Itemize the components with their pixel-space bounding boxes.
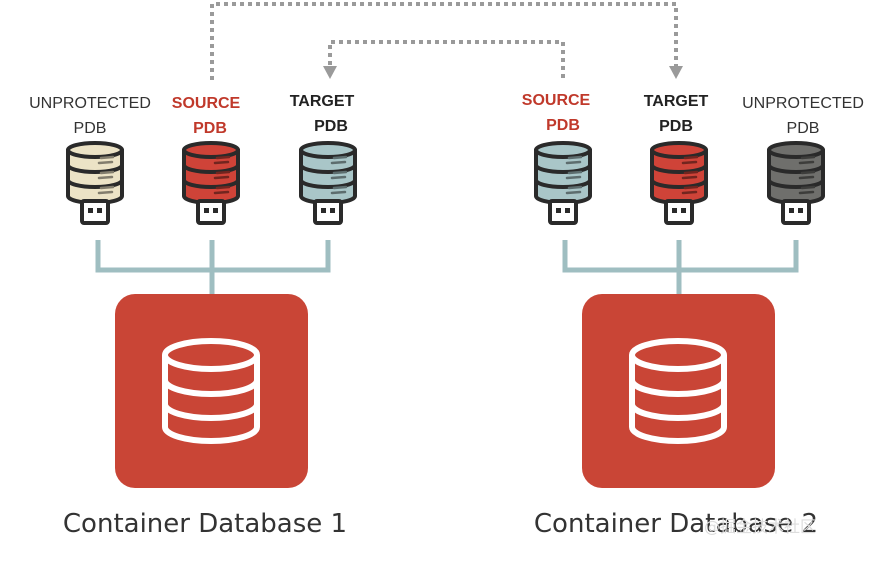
pdb-label-line1: UNPROTECTED (742, 95, 864, 112)
container-database-1 (115, 294, 308, 488)
pdb-label-line1: SOURCE (522, 92, 591, 109)
pdb-label-line1: UNPROTECTED (29, 95, 151, 112)
replication-arrow-cdb2-to-cdb1 (328, 40, 565, 78)
container-title: Container Database 2 (534, 509, 818, 539)
database-icon-gray (767, 141, 825, 225)
database-icon (629, 338, 727, 444)
database-icon-red (182, 141, 240, 225)
container-database-2 (582, 294, 775, 488)
pdb-label-line1: SOURCE (172, 95, 241, 112)
pdb-labels: UNPROTECTED PDB SOURCE PDB TARGET PDB SO… (29, 92, 864, 137)
pdb-icons (66, 141, 825, 225)
pdb-label-line2: PDB (314, 118, 348, 135)
pdb-label-line2: PDB (546, 117, 580, 134)
pdb-label-line2: PDB (659, 118, 693, 135)
replication-arrows (210, 2, 683, 80)
connector-cdb1 (95, 240, 331, 296)
replication-arrow-cdb1-to-cdb2 (210, 2, 678, 80)
connector-cdb2 (562, 240, 799, 296)
database-icon-teal (534, 141, 592, 225)
watermark: @掘金技术社区 (704, 517, 816, 536)
arrowhead-down-icon (669, 66, 683, 79)
database-icon (162, 338, 260, 444)
arrowhead-down-icon (323, 66, 337, 79)
pdb-label-line2: PDB (193, 120, 227, 137)
database-icon-teal (299, 141, 357, 225)
pdb-label-line2: PDB (74, 120, 107, 137)
pdb-label-line1: TARGET (290, 93, 355, 110)
pdb-label-line2: PDB (787, 120, 820, 137)
pdb-label-line1: TARGET (644, 93, 709, 110)
connectors (95, 240, 799, 296)
container-title: Container Database 1 (63, 509, 347, 539)
database-icon-beige (66, 141, 124, 225)
database-icon-red (650, 141, 708, 225)
